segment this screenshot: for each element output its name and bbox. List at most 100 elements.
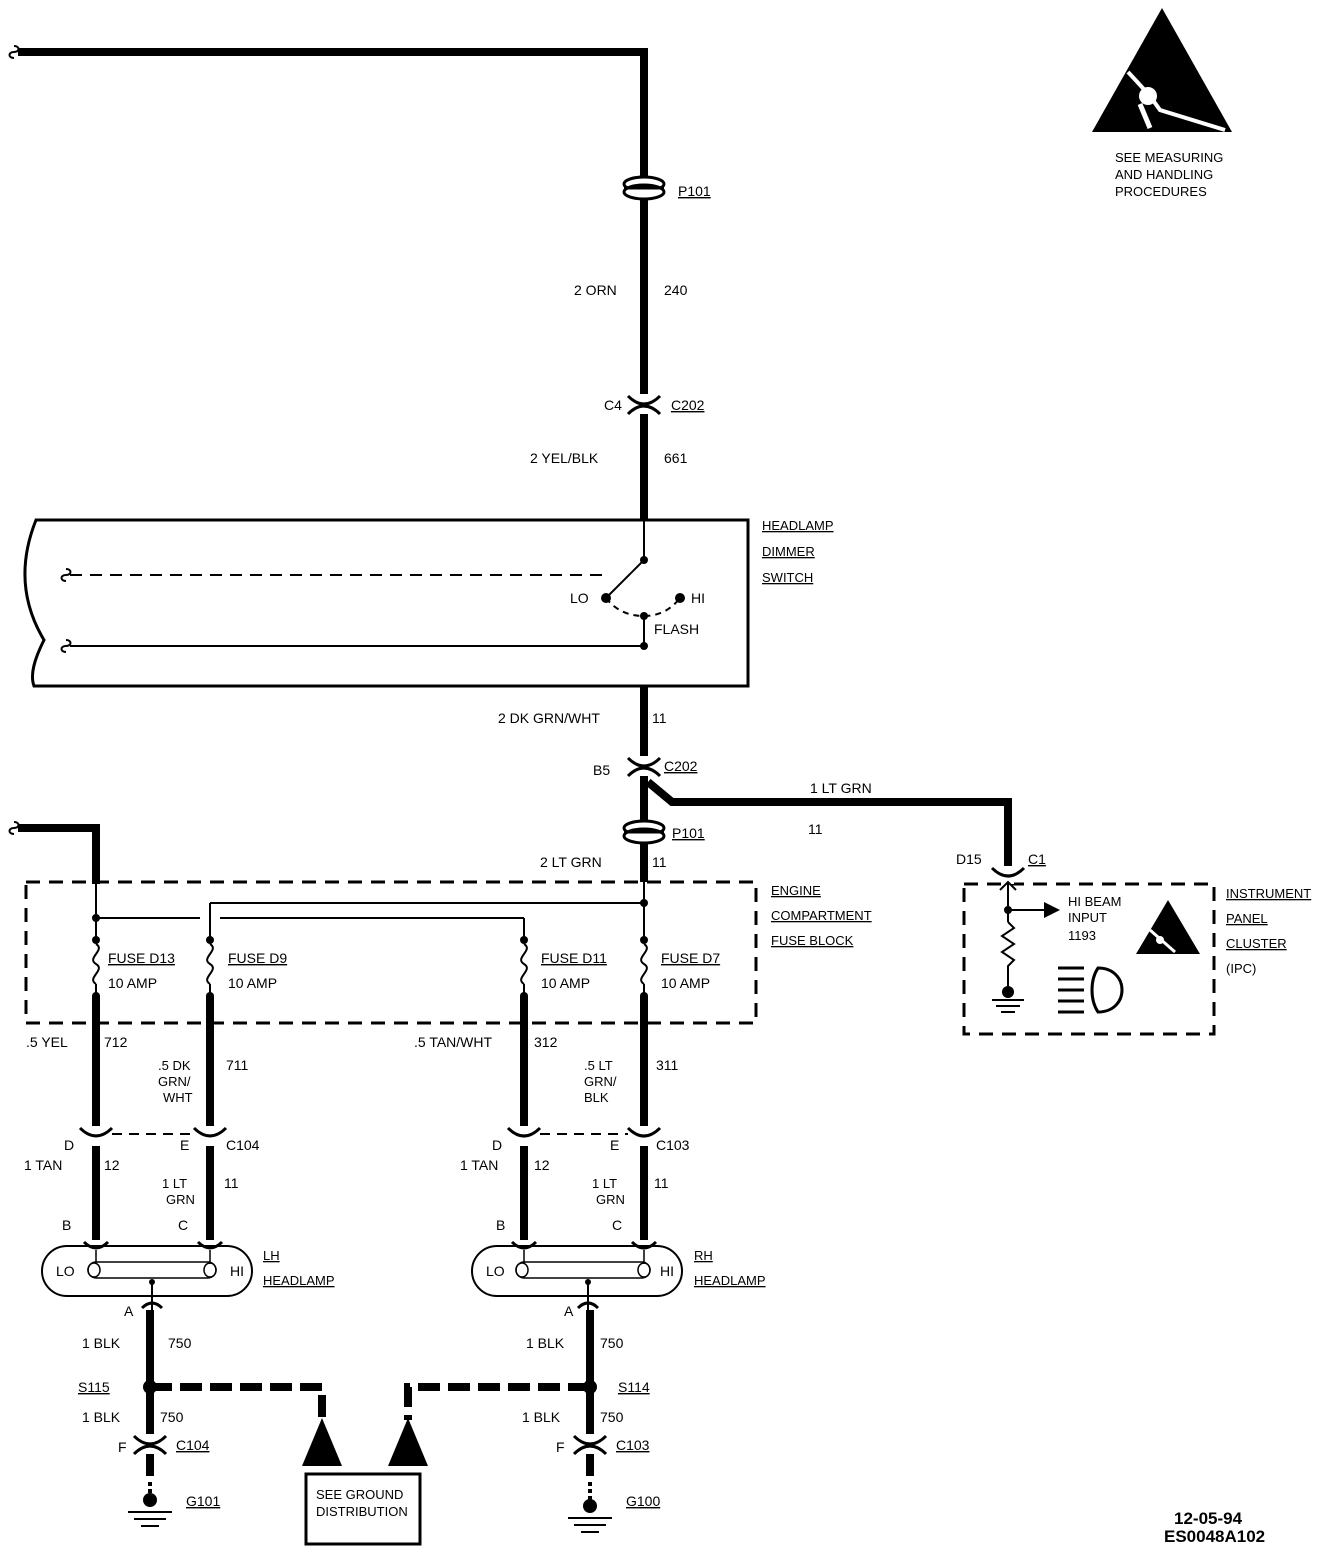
ipc-d15-connector	[990, 866, 1026, 891]
w312-color: .5 TAN/WHT	[414, 1034, 492, 1050]
lh-wire11-color-1: 1 LT	[162, 1176, 187, 1191]
fuse-d11-rating: 10 AMP	[541, 975, 590, 991]
dimmer-switch-box	[23, 518, 750, 688]
w711-color-1: .5 DK	[158, 1058, 191, 1073]
lh-c104-f-label: C104	[176, 1437, 210, 1453]
ground-distribution-box	[304, 1472, 422, 1546]
wire-661-number: 661	[664, 450, 688, 466]
left-feed-wire	[8, 821, 100, 884]
lh-pin-e: E	[180, 1137, 189, 1153]
fuse-d11-name: FUSE D11	[541, 950, 607, 966]
dimmer-title-line1: HEADLAMP	[762, 518, 834, 533]
ipc-pin-d15: D15	[956, 851, 982, 867]
rh-c103-label: C103	[656, 1137, 690, 1153]
c202-label-mid: C202	[664, 758, 698, 774]
lh-gnd-number: 750	[168, 1335, 192, 1351]
lh-headlamp-icon	[41, 1240, 253, 1310]
rh-title-1: RH	[694, 1248, 713, 1263]
fuse-d9-name: FUSE D9	[228, 950, 287, 966]
lh-ground-dist-wire	[150, 1383, 326, 1420]
dimmer-flash-label: FLASH	[654, 621, 699, 637]
rh-title-2: HEADLAMP	[694, 1273, 766, 1288]
fuse-d9-icon	[206, 936, 214, 1000]
high-beam-indicator-icon	[1058, 966, 1124, 1014]
esd-notice-line3: PROCEDURES	[1115, 184, 1207, 199]
rh-lo-label: LO	[486, 1263, 505, 1279]
esd-notice-line2: AND HANDLING	[1115, 167, 1213, 182]
hi-beam-input-circuit	[992, 882, 1060, 1013]
dimmer-title-line2: DIMMER	[762, 544, 815, 559]
c202-b5-connector	[626, 756, 662, 778]
lh-pin-b: B	[62, 1217, 71, 1233]
p101-mid-label: P101	[672, 825, 705, 841]
rh-ground-dist-wire	[404, 1383, 590, 1420]
lh-gnd2-number: 750	[160, 1409, 184, 1425]
wire-661-color: 2 YEL/BLK	[530, 450, 599, 466]
diagram-date: 12-05-94	[1174, 1509, 1243, 1528]
rh-pin-c: C	[612, 1217, 622, 1233]
ipc-title-line2: PANEL	[1226, 911, 1268, 926]
esd-warning-icon	[1092, 8, 1232, 132]
rh-gnd-color: 1 BLK	[526, 1335, 565, 1351]
fuse-output-wires	[92, 996, 648, 1240]
hi-beam-input-line2: INPUT	[1068, 910, 1107, 925]
hi-beam-input-line1: HI BEAM	[1068, 894, 1121, 909]
fuse-d13-rating: 10 AMP	[108, 975, 157, 991]
rh-wire11-color-2: GRN	[596, 1192, 625, 1207]
fuse-d7-icon	[640, 936, 648, 1000]
lh-title-2: HEADLAMP	[263, 1273, 335, 1288]
c202-label-top: C202	[671, 397, 705, 413]
rh-wire12-color: 1 TAN	[460, 1157, 498, 1173]
wire-11-number: 11	[652, 710, 667, 726]
g101-label: G101	[186, 1493, 220, 1509]
lh-splice-label: S115	[78, 1379, 110, 1395]
lh-wire12-number: 12	[104, 1157, 120, 1173]
lt-grn-color: 2 LT GRN	[540, 854, 602, 870]
c202-pin-b5: B5	[593, 762, 610, 778]
lt-grn-number: 11	[652, 854, 667, 870]
lh-wire12-color: 1 TAN	[24, 1157, 62, 1173]
lh-hi-label: HI	[230, 1263, 244, 1279]
ground-distribution-arrows	[302, 1418, 428, 1466]
esd-notice-line1: SEE MEASURING	[1115, 150, 1223, 165]
lh-c104-f-connector	[132, 1434, 168, 1507]
lh-pin-c: C	[178, 1217, 188, 1233]
fuse-d11-icon	[520, 936, 528, 1000]
rh-pin-a: A	[564, 1303, 574, 1319]
g100-label: G100	[626, 1493, 660, 1509]
ipc-wire-color: 1 LT GRN	[810, 780, 872, 796]
fuse-block-title2: COMPARTMENT	[771, 908, 872, 923]
w311-color-3: BLK	[584, 1090, 609, 1105]
rh-wire12-number: 12	[534, 1157, 550, 1173]
dimmer-title-line3: SWITCH	[762, 570, 813, 585]
lh-title-1: LH	[263, 1248, 280, 1263]
rh-gnd2-color: 1 BLK	[522, 1409, 561, 1425]
p101-top-connector	[622, 175, 666, 201]
c202-pin-c4: C4	[604, 397, 622, 413]
w311-color-1: .5 LT	[584, 1058, 613, 1073]
wire-11-color: 2 DK GRN/WHT	[498, 710, 600, 726]
ipc-esd-icon	[1136, 900, 1200, 954]
wire-240-color: 2 ORN	[574, 282, 617, 298]
fuse-d7-rating: 10 AMP	[661, 975, 710, 991]
fuse-d13-name: FUSE D13	[108, 950, 175, 966]
w311-color-2: GRN/	[584, 1074, 617, 1089]
fuse-d13-icon	[92, 936, 100, 1000]
rh-wire11-number: 11	[654, 1175, 669, 1191]
ipc-feed-wire	[645, 778, 1012, 868]
lh-c104-connector	[78, 1126, 228, 1146]
wire-240-number: 240	[664, 282, 688, 298]
rh-gnd-number: 750	[600, 1335, 624, 1351]
rh-pin-e: E	[610, 1137, 619, 1153]
w311-number: 311	[656, 1057, 679, 1073]
ground-box-line2: DISTRIBUTION	[316, 1504, 408, 1519]
w711-color-3: WHT	[163, 1090, 193, 1105]
rh-c103-f-label: C103	[616, 1437, 650, 1453]
ipc-box	[962, 882, 1216, 1036]
ipc-wire-number: 11	[808, 821, 823, 837]
lh-pin-d: D	[64, 1137, 74, 1153]
rh-pin-d: D	[492, 1137, 502, 1153]
w712-color: .5 YEL	[26, 1034, 68, 1050]
rh-pin-b: B	[496, 1217, 505, 1233]
